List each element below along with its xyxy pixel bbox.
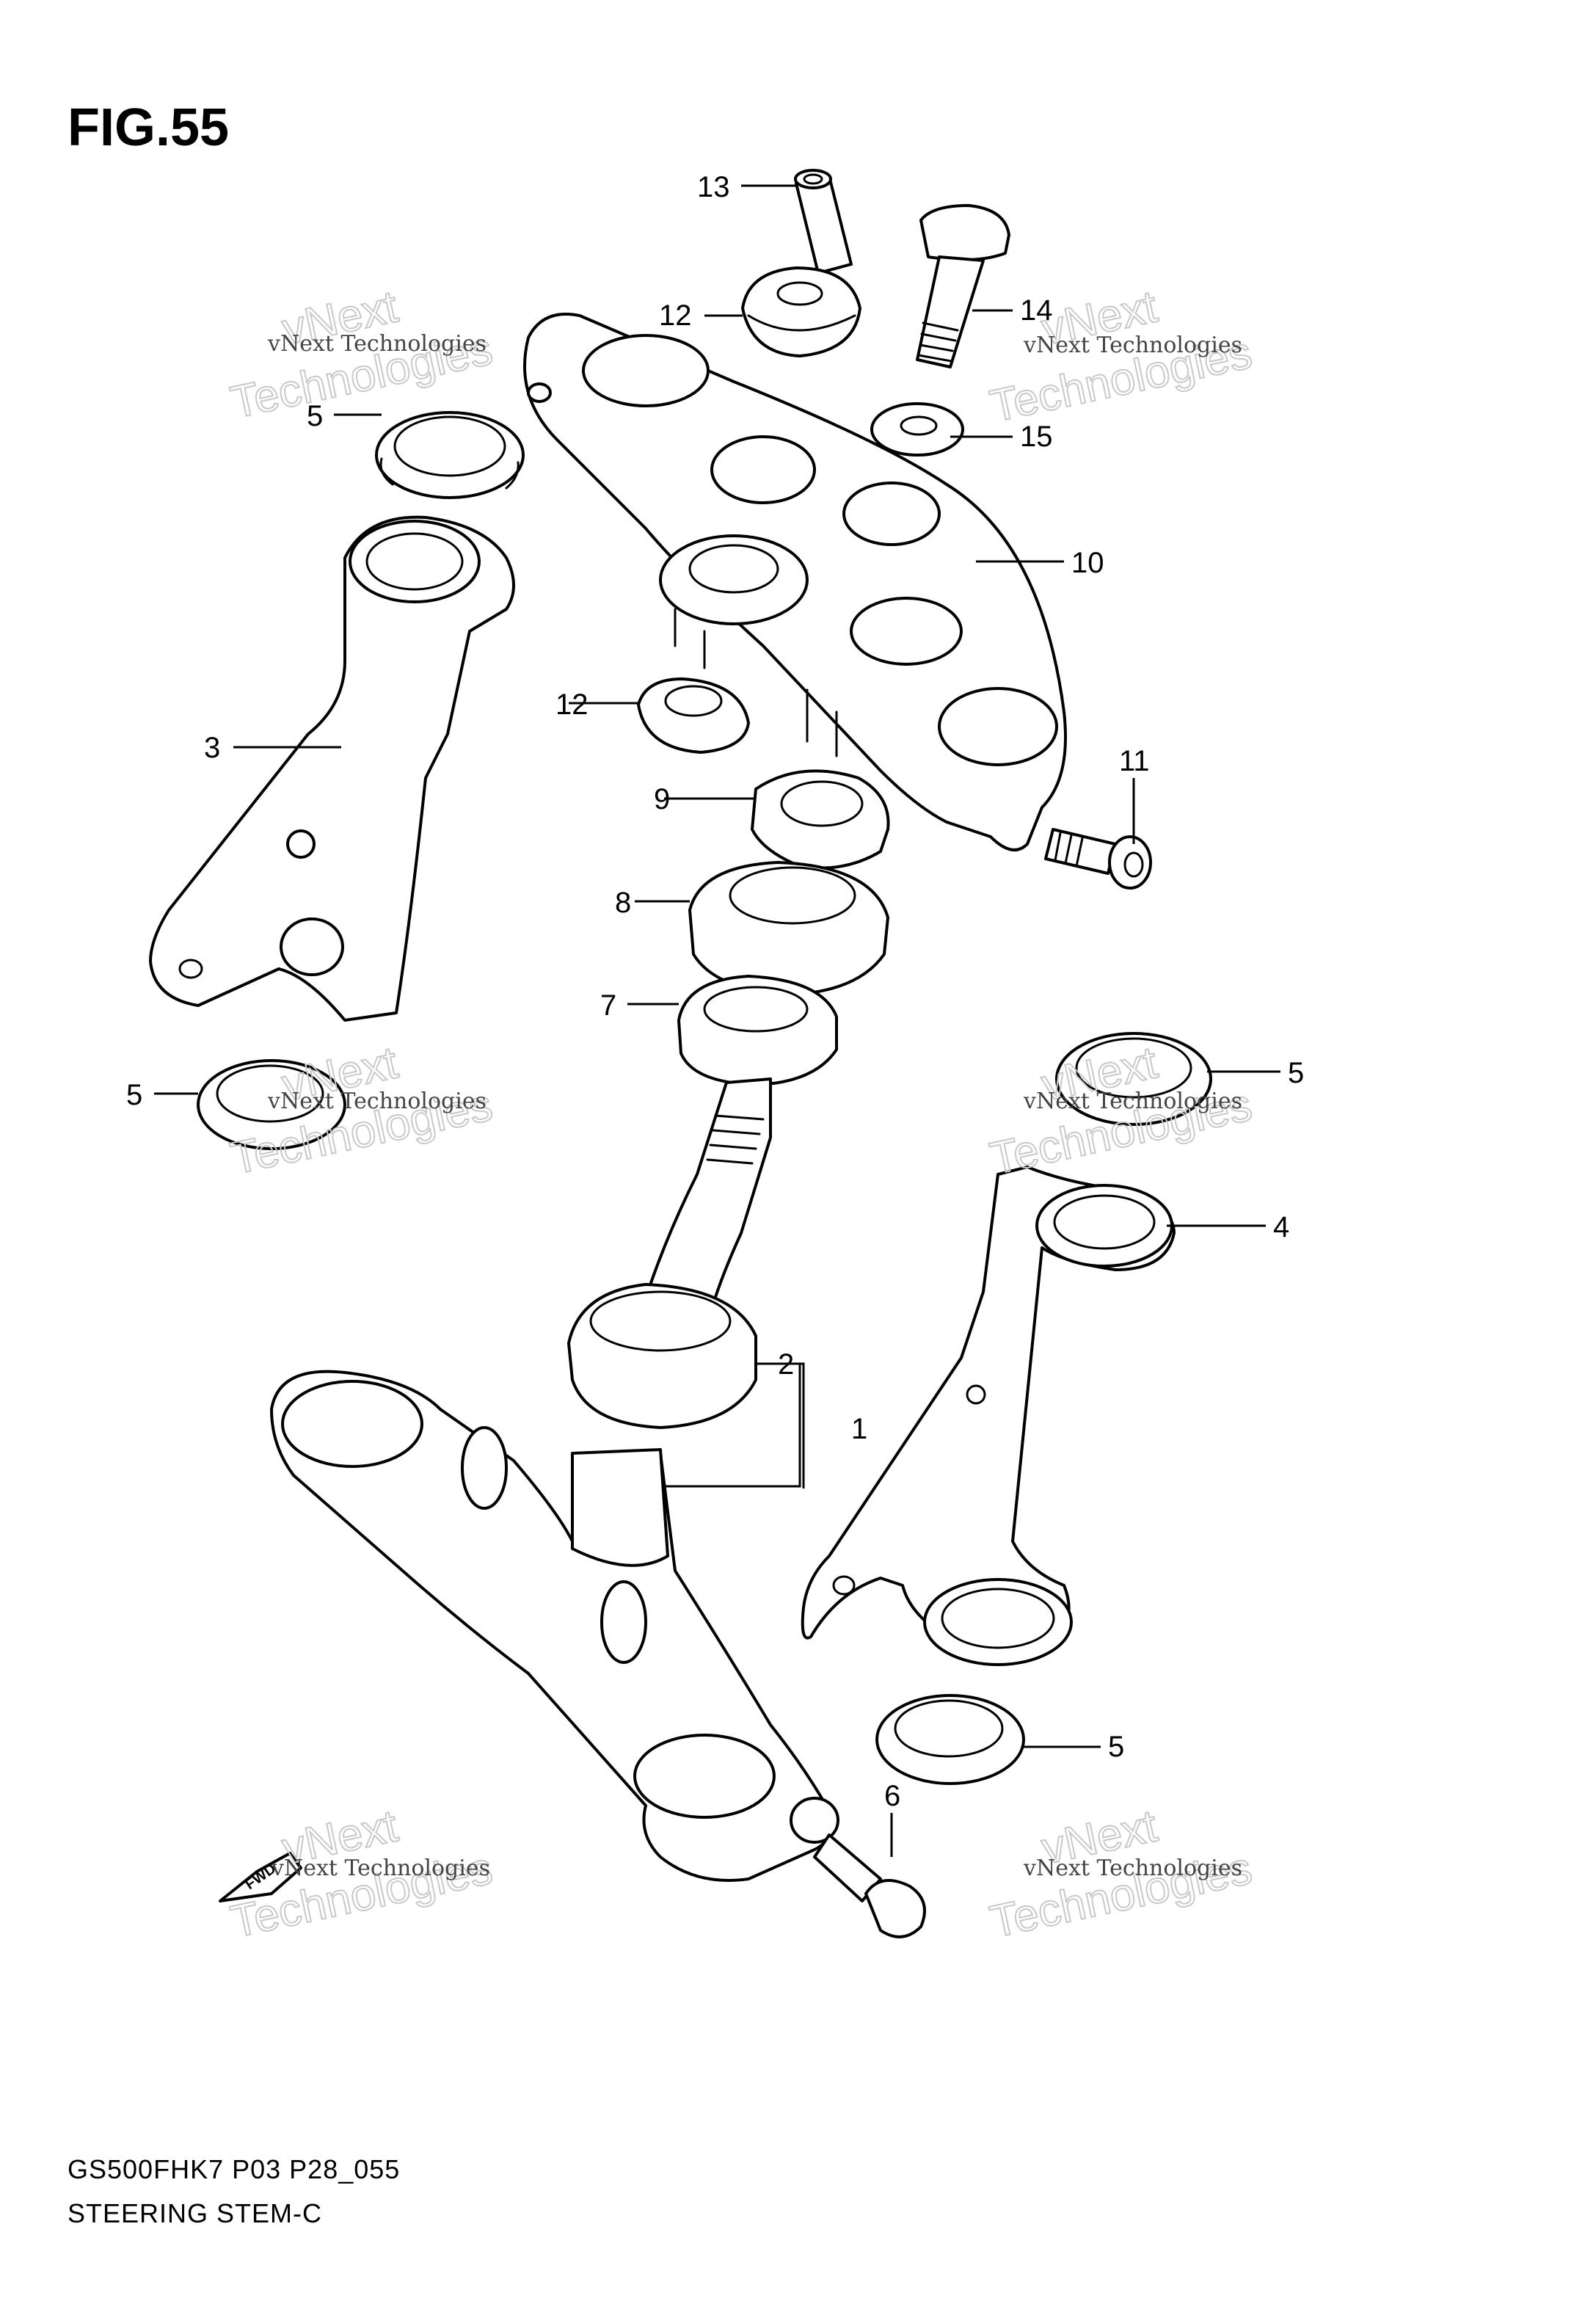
callout-5-lower-right: 5 <box>1108 1731 1124 1763</box>
part-5-seal-upper-left <box>375 411 525 499</box>
callout-1: 1 <box>851 1413 867 1445</box>
part-8-dust-cover <box>688 861 889 996</box>
part-6-bolt <box>813 1833 926 1938</box>
svg-text:vNext Technologies: vNext Technologies <box>267 331 487 357</box>
svg-text:vNext Technologies: vNext Technologies <box>1023 332 1242 358</box>
callout-15: 15 <box>1020 421 1053 453</box>
svg-text:vNext Technologies: vNext Technologies <box>271 1855 490 1881</box>
callout-2: 2 <box>778 1348 794 1381</box>
callout-11: 11 <box>1119 745 1150 777</box>
part-10-upper-bracket <box>523 313 1067 851</box>
part-13-sleeve <box>794 169 853 275</box>
callout-4: 4 <box>1273 1211 1289 1243</box>
svg-text:vNext Technologies: vNext Technologies <box>267 1088 487 1114</box>
part-12-lower-cushion <box>637 677 750 754</box>
footer-section: STEERING STEM-C <box>68 2198 322 2228</box>
svg-text:vNext Technologies: vNext Technologies <box>1023 1855 1242 1881</box>
figure-title: FIG.55 <box>68 98 229 157</box>
callout-10: 10 <box>1071 547 1104 579</box>
watermark-top-left: Technologies vNext vNext Technologies <box>226 280 498 429</box>
callout-5-middle-left: 5 <box>126 1079 142 1111</box>
part-15-washer <box>870 402 964 457</box>
callout-6: 6 <box>884 1780 900 1812</box>
callout-8: 8 <box>615 887 631 919</box>
part-2-lower-bearing <box>567 1283 757 1429</box>
part-12-upper-cushion <box>741 266 861 357</box>
callout-9: 9 <box>654 783 670 815</box>
part-3-left-bracket <box>149 515 515 1022</box>
part-4-right-bracket <box>801 1166 1176 1666</box>
watermark-middle-right: Technologies vNext vNext Technologies <box>985 1036 1257 1185</box>
footer-model-code: GS500FHK7 P03 P28_055 <box>68 2154 400 2184</box>
part-5-seal-middle-left <box>197 1059 346 1150</box>
svg-text:vNext Technologies: vNext Technologies <box>1023 1088 1242 1114</box>
callout-13: 13 <box>697 171 730 203</box>
part-5-seal-middle-right <box>1055 1032 1212 1126</box>
lower-bracket <box>270 1370 839 1882</box>
callout-12-lower: 12 <box>555 688 589 721</box>
part-7-bearing <box>677 975 838 1086</box>
leader-lines <box>154 184 1280 1857</box>
part-14-bolt <box>916 204 1010 368</box>
callout-5-middle-right: 5 <box>1288 1057 1304 1089</box>
callout-12-upper: 12 <box>659 299 692 332</box>
callout-7: 7 <box>600 989 616 1022</box>
callout-3: 3 <box>204 732 220 764</box>
callout-5-upper-left: 5 <box>307 400 323 432</box>
part-9-steering-nut <box>751 769 890 870</box>
fwd-arrow: FWD <box>219 1852 302 1902</box>
part-5-seal-lower-right <box>875 1694 1025 1785</box>
watermark-bottom-right: Technologies vNext vNext Technologies <box>985 1800 1257 1948</box>
callout-14: 14 <box>1020 294 1053 327</box>
part-11-bolt <box>1044 828 1152 890</box>
